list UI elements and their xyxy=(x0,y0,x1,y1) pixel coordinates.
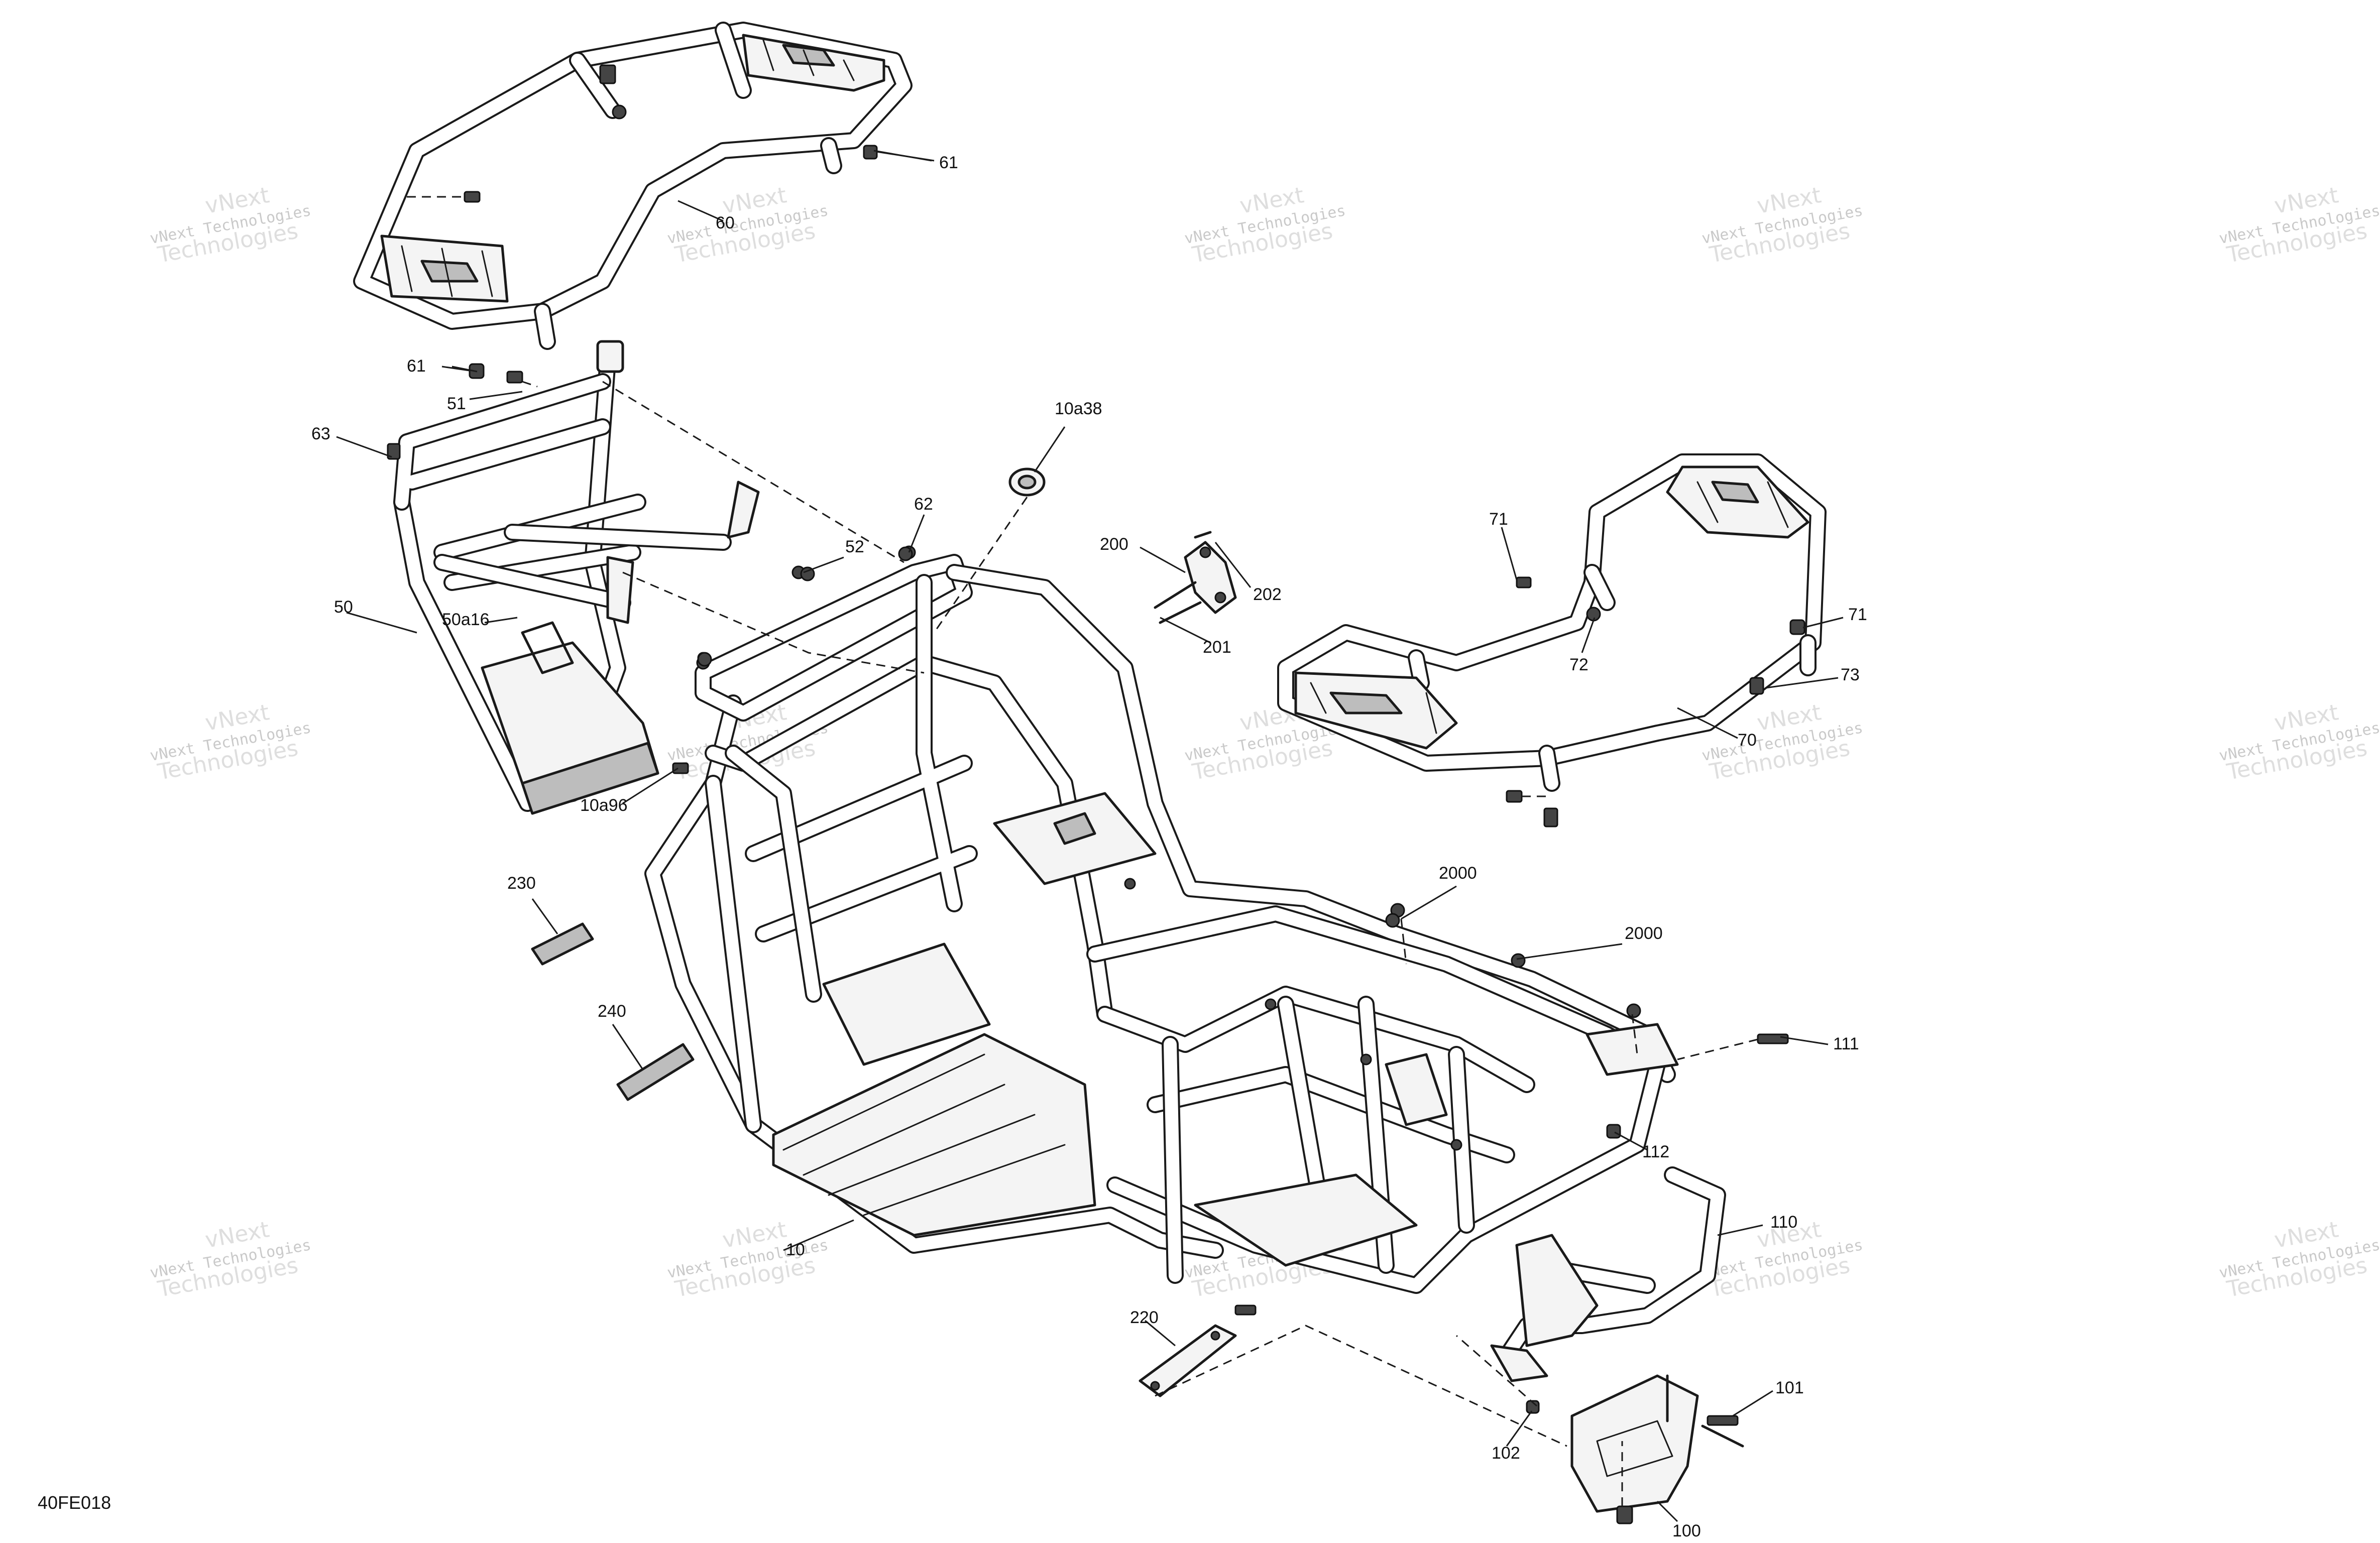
callout-60: 60 xyxy=(716,213,735,232)
callout-71: 71 xyxy=(1848,605,1867,624)
rear-rack-70 xyxy=(1277,453,1827,827)
callout-202: 202 xyxy=(1253,585,1282,604)
bracket-200 xyxy=(1154,531,1237,624)
callout-72: 72 xyxy=(1569,655,1589,674)
callout-100: 100 xyxy=(1672,1521,1701,1540)
plate-220 xyxy=(1139,1304,1257,1397)
callout-200: 200 xyxy=(1100,535,1128,554)
callout-61: 61 xyxy=(939,153,958,172)
callout-71: 71 xyxy=(1489,510,1508,529)
callout-10a96: 10a96 xyxy=(580,796,628,815)
callout-62: 62 xyxy=(914,495,933,514)
front-rack-60 xyxy=(353,22,935,350)
hardware-group xyxy=(441,363,1789,1447)
callout-201: 201 xyxy=(1203,638,1231,657)
callout-240: 240 xyxy=(598,1002,626,1021)
callout-labels: 61 60 61 51 63 10a38 62 52 200 202 201 7… xyxy=(311,153,1867,1540)
callout-220: 220 xyxy=(1130,1308,1159,1327)
callout-52: 52 xyxy=(845,537,864,556)
callout-63: 63 xyxy=(311,424,330,443)
callout-61: 61 xyxy=(407,357,426,376)
callout-110: 110 xyxy=(1770,1213,1797,1232)
callout-102: 102 xyxy=(1492,1444,1520,1463)
leader-lines xyxy=(336,150,1844,1522)
callout-50: 50 xyxy=(334,598,353,617)
callout-70: 70 xyxy=(1738,731,1757,750)
callout-230: 230 xyxy=(507,874,536,893)
callout-10a38: 10a38 xyxy=(1055,399,1102,418)
drawing-code: 40FE018 xyxy=(38,1492,111,1513)
callout-2000: 2000 xyxy=(1625,924,1663,943)
callout-111: 111 xyxy=(1833,1034,1859,1053)
pad-230 xyxy=(531,922,594,966)
callout-51: 51 xyxy=(447,394,466,413)
callout-2000: 2000 xyxy=(1439,864,1477,883)
callout-112: 112 xyxy=(1642,1142,1669,1161)
pad-240 xyxy=(616,1043,695,1101)
main-frame-10 xyxy=(644,545,1679,1294)
hitch-bracket-100 xyxy=(1456,1335,1744,1524)
callout-50a16: 50a16 xyxy=(442,610,490,629)
callout-73: 73 xyxy=(1841,665,1860,684)
rear-bumper-110 xyxy=(1490,1166,1726,1382)
callout-10: 10 xyxy=(786,1240,805,1259)
callout-101: 101 xyxy=(1775,1378,1804,1397)
front-bracket-50 xyxy=(387,340,760,815)
grommet-10a38 xyxy=(933,467,1046,633)
